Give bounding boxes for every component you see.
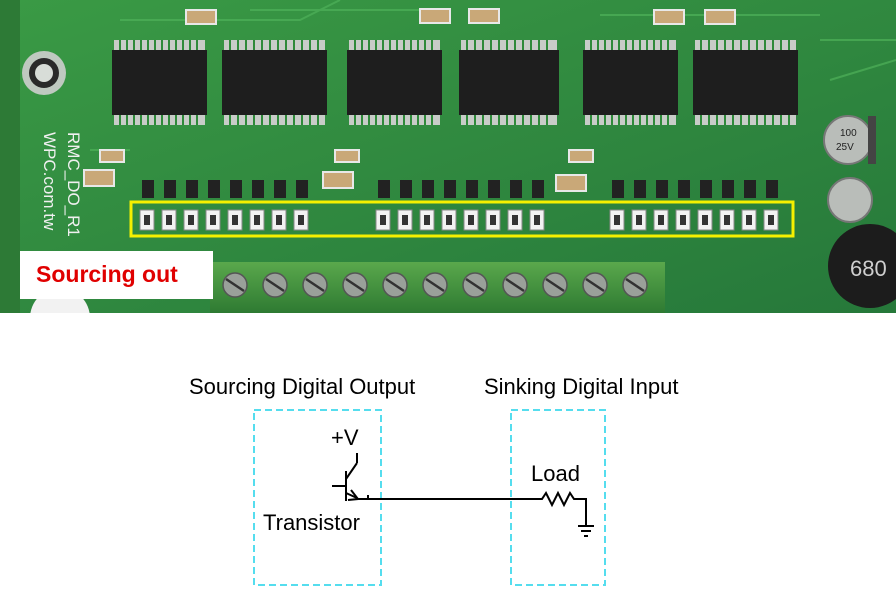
sinking-boundary bbox=[510, 409, 606, 586]
ground-symbol bbox=[578, 513, 594, 537]
load-resistor-symbol bbox=[533, 490, 587, 513]
board-id-label: RMC_DO_R1 bbox=[64, 132, 83, 237]
electrolytic-capacitor bbox=[823, 115, 873, 165]
pcb-photo: 100 25V 680 RMC_DO_R1 WPC.com.tw Sourcin… bbox=[0, 0, 896, 313]
capacitor-value-label: 100 bbox=[840, 128, 857, 139]
supply-label: +V bbox=[331, 425, 359, 450]
inductor-marking: 680 bbox=[850, 256, 887, 281]
inductor bbox=[828, 224, 896, 308]
banner: Sourcing out bbox=[20, 251, 213, 299]
website-label: WPC.com.tw bbox=[40, 132, 59, 231]
banner-label: Sourcing out bbox=[36, 261, 178, 287]
sourcing-output-title: Sourcing Digital Output bbox=[189, 374, 416, 399]
ic-row bbox=[112, 40, 798, 125]
circuit-schematic bbox=[253, 409, 606, 586]
transistor-symbol bbox=[332, 453, 360, 501]
sourcing-boundary bbox=[253, 409, 382, 586]
transistor-label: Transistor bbox=[263, 510, 360, 535]
load-label: Load bbox=[531, 461, 580, 486]
highlight-box bbox=[129, 200, 795, 238]
circuit-diagram: Sourcing Digital Output Sinking Digital … bbox=[0, 313, 896, 599]
sinking-input-title: Sinking Digital Input bbox=[484, 374, 679, 399]
capacitor-voltage-label: 25V bbox=[836, 142, 854, 153]
